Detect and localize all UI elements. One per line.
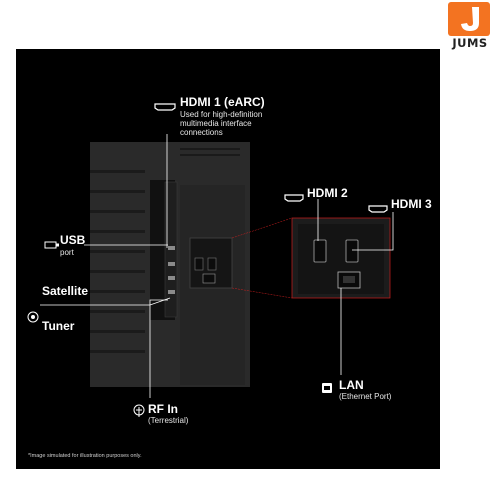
hdmi-icon	[284, 189, 304, 207]
j-letter-icon	[448, 2, 490, 36]
hdmi2-title: HDMI 2	[307, 186, 348, 200]
lan-sub: (Ethernet Port)	[339, 392, 392, 401]
hdmi1-desc-line3: connections	[180, 128, 223, 137]
ethernet-icon	[321, 381, 333, 399]
satellite-title-line2: Tuner	[42, 319, 75, 333]
hdmi3-title: HDMI 3	[391, 197, 432, 211]
antenna-icon	[133, 404, 145, 423]
rf-sub: (Terrestrial)	[148, 416, 189, 425]
usb-sub: port	[60, 248, 74, 257]
usb-icon	[44, 236, 60, 254]
hdmi-icon	[154, 98, 176, 116]
hdmi1-desc-line2: multimedia interface	[180, 119, 252, 128]
satellite-title-line1: Satellite	[42, 284, 89, 298]
usb-title: USB	[60, 233, 86, 247]
disclaimer-text: *Image simulated for illustration purpos…	[28, 453, 142, 459]
hdmi-icon	[368, 200, 388, 218]
rf-title: RF In	[148, 402, 178, 416]
brand-name: JUMS	[452, 36, 488, 50]
satellite-icon	[27, 310, 39, 328]
lan-title: LAN	[339, 378, 364, 392]
hdmi1-title: HDMI 1 (eARC)	[180, 95, 265, 109]
hdmi1-desc-line1: Used for high-definition	[180, 110, 263, 119]
